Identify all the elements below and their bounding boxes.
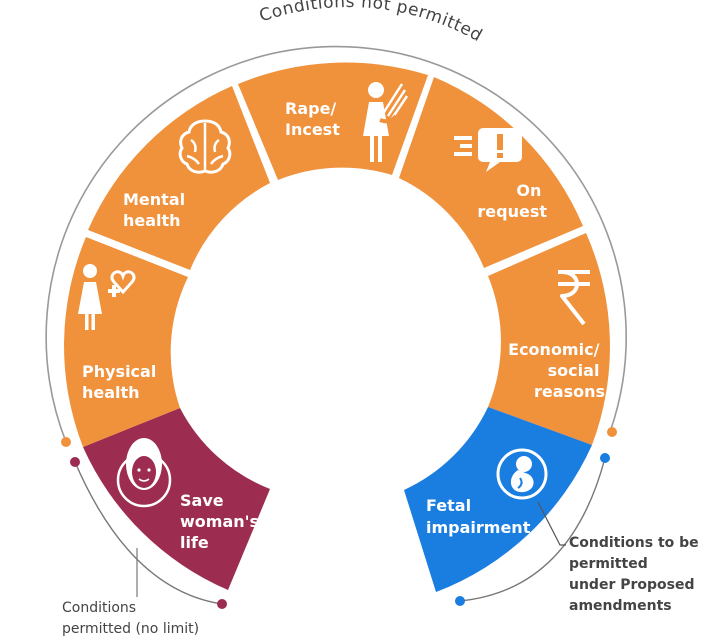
label-on-request: On request (477, 181, 547, 221)
alert-chat-icon (454, 128, 522, 172)
outer-arc-blue (459, 457, 606, 602)
note-conditions-permitted: Conditions permitted (no limit) (62, 600, 199, 637)
outer-arc-maroon (74, 461, 223, 605)
woman-portrait-icon (116, 438, 172, 508)
callout-line-proposed (537, 501, 566, 546)
rupee-icon (558, 270, 590, 326)
label-rape-incest: Rape/ Incest (285, 99, 342, 139)
woman-heart-plus-icon (78, 264, 136, 330)
segment-fetal-impairment (404, 407, 592, 592)
fetus-icon (496, 448, 548, 500)
blue-dot-bottom (455, 596, 465, 606)
segment-mental-health (88, 86, 270, 270)
orange-dot-left (61, 437, 71, 447)
arc-title: Conditions not permitted (257, 0, 486, 46)
woman-hand-icon (363, 82, 409, 162)
label-mental-health: Mental health (123, 190, 191, 230)
outer-arc-grey (45, 45, 627, 443)
note-conditions-proposed: Conditions to be permitted under Propose… (569, 535, 704, 614)
label-physical-health: Physical health (82, 362, 162, 402)
label-save-life: Save woman's life (180, 491, 265, 552)
blue-dot-top (600, 453, 610, 463)
orange-dot-right (607, 427, 617, 437)
segment-on-request (399, 77, 583, 268)
maroon-dot-top (70, 457, 80, 467)
segment-economic-social (488, 233, 610, 445)
brain-icon (178, 119, 232, 174)
label-fetal-impairment: Fetal impairment (426, 496, 531, 537)
maroon-dot-bottom (217, 599, 227, 609)
label-economic-social: Economic/ social reasons (508, 340, 605, 401)
